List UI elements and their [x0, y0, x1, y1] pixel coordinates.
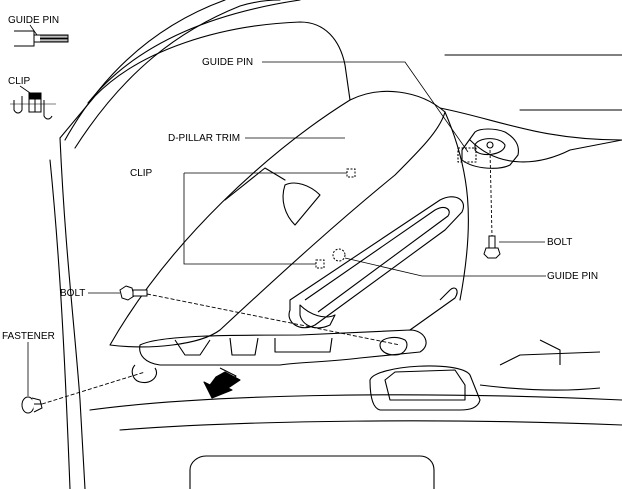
guide-pin-top-leader — [262, 61, 469, 153]
fastener — [21, 396, 43, 414]
bolt-right-label: BOLT — [547, 237, 572, 248]
upper-guide-pin-bracket — [457, 128, 519, 169]
removal-direction-arrow — [203, 367, 241, 399]
legend-guide-pin-leader — [29, 24, 38, 36]
clip-upper-marker — [346, 168, 356, 178]
legend-guide-pin-label: GUIDE PIN — [8, 15, 59, 26]
trim-rail — [288, 196, 464, 329]
d-pillar-trim-label: D-PILLAR TRIM — [168, 133, 240, 144]
clip-leader — [183, 172, 347, 265]
guide-pin-mid-marker — [332, 248, 346, 262]
legend-clip-label: CLIP — [8, 76, 31, 87]
guide-pin-top-label: GUIDE PIN — [202, 57, 253, 68]
clip-label: CLIP — [130, 168, 153, 179]
legend-guide-pin-symbol — [14, 30, 69, 47]
guide-pin-right-label: GUIDE PIN — [547, 271, 598, 282]
vehicle-body-outline — [49, 0, 622, 489]
lower-quarter-trim — [131, 287, 601, 411]
bolt-right-install-line — [489, 149, 493, 237]
bolt-left-install-line — [146, 293, 401, 346]
bolt-left — [119, 285, 148, 301]
fastener-install-line — [41, 371, 146, 405]
legend-clip-leader — [19, 85, 34, 96]
bolt-right — [483, 235, 501, 259]
legend-clip-symbol — [10, 92, 56, 120]
bolt-left-label: BOLT — [60, 288, 85, 299]
clip-lower-marker — [315, 259, 325, 269]
guide-pin-right-leader — [344, 257, 546, 277]
fastener-label: FASTENER — [2, 331, 55, 342]
